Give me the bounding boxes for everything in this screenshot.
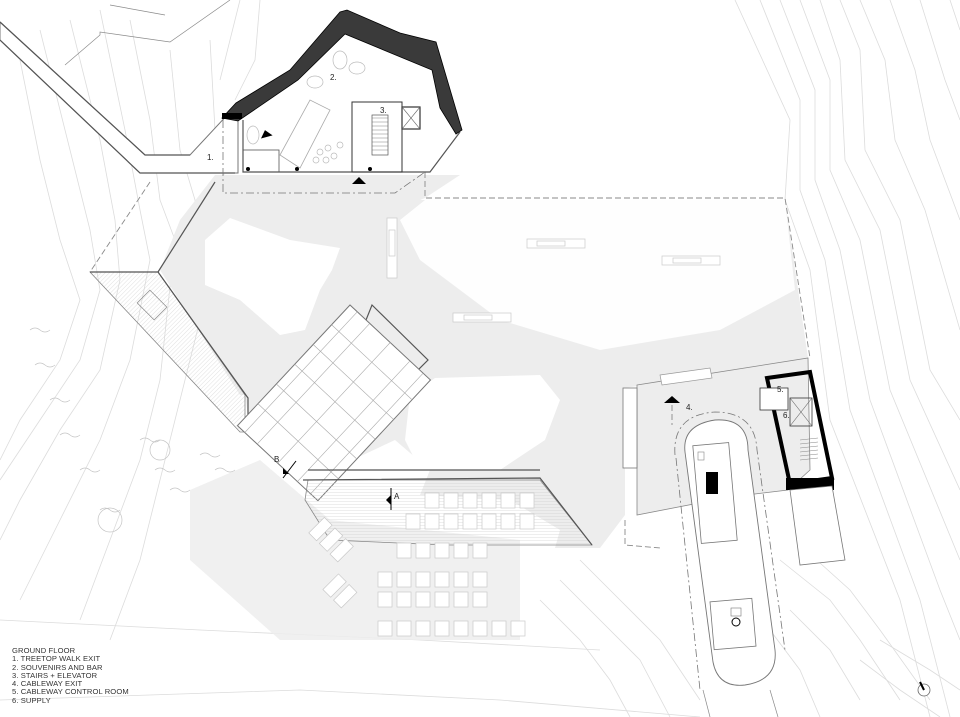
room-tag-cableway-exit: 4. — [686, 403, 693, 412]
legend-item-6: 6. SUPPLY — [12, 695, 51, 705]
cableway-station — [622, 357, 846, 717]
treetop-walk — [0, 0, 239, 174]
room-tag-supply: 6. — [783, 411, 790, 420]
plan-legend: GROUND FLOOR 1. TREETOP WALK EXIT 2. SOU… — [12, 646, 129, 705]
room-tag-treetop-exit: 1. — [207, 153, 214, 162]
section-marker-b — [282, 460, 297, 479]
section-label-a: A — [394, 492, 400, 501]
entry-arrow-icon — [352, 177, 366, 184]
legend-title: GROUND FLOOR — [12, 646, 76, 655]
section-label-b: B — [274, 455, 279, 464]
pergola-grid — [236, 304, 432, 502]
legend-item-1: 1. TREETOP WALK EXIT — [12, 654, 101, 664]
section-marker-a — [386, 488, 392, 510]
exit-arrow-icon — [664, 396, 680, 403]
vegetation — [29, 327, 236, 533]
benches — [386, 217, 721, 323]
legend-item-2: 2. SOUVENIRS AND BAR — [12, 662, 103, 672]
room-tag-control-room: 5. — [777, 385, 784, 394]
entry-arrow-icon — [260, 130, 273, 139]
seating — [308, 492, 535, 637]
north-arrow-icon — [917, 681, 931, 697]
legend-item-4: 4. CABLEWAY EXIT — [12, 679, 83, 689]
room-tag-souvenirs: 2. — [330, 73, 337, 82]
canopy-outline — [89, 172, 811, 549]
legend-item-3: 3. STAIRS + ELEVATOR — [12, 670, 98, 680]
legend-item-5: 5. CABLEWAY CONTROL ROOM — [12, 687, 129, 697]
roof — [221, 9, 463, 135]
room-tag-stairs: 3. — [380, 106, 387, 115]
souvenir-building — [221, 9, 463, 194]
